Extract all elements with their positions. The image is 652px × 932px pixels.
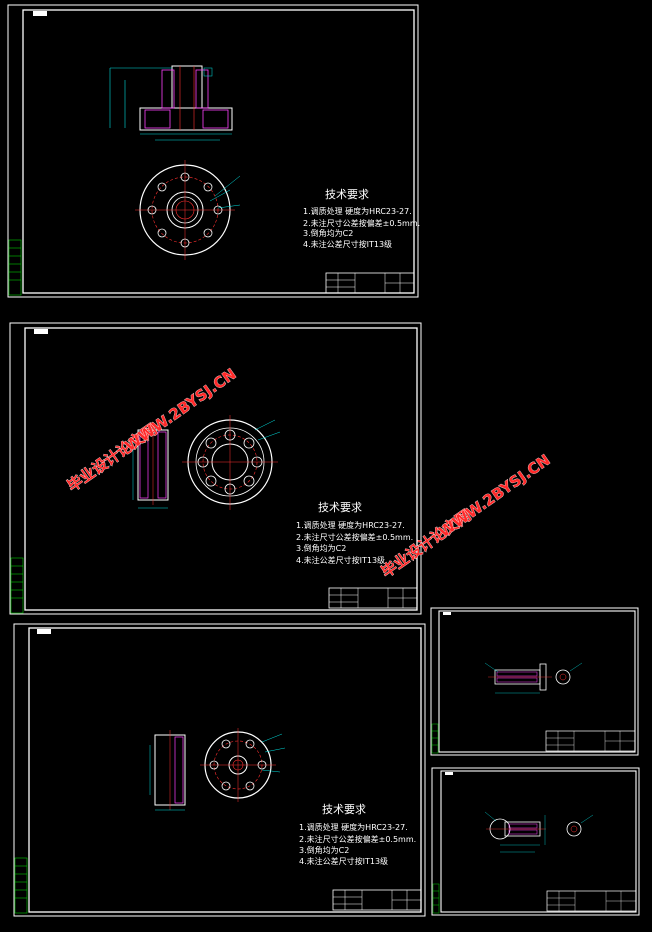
title-block <box>328 587 418 609</box>
sheet-outer-border <box>7 4 419 298</box>
requirement-line: 1.调质处理 硬度为HRC23-27. <box>299 822 408 832</box>
requirement-line: 2.未注尺寸公差按偏差±0.5mm. <box>303 218 420 228</box>
watermark-url: WWW.2BYSJ.CN <box>121 365 239 455</box>
requirement-line: 4.未注公差尺寸按IT13级 <box>296 555 385 565</box>
flange-section-view <box>109 65 233 141</box>
pin-section-view <box>484 811 546 853</box>
sheet-inner-border <box>438 610 636 753</box>
requirements-title: 技术要求 <box>322 803 366 816</box>
ring-top-view <box>182 415 281 510</box>
sheet-corner-tag <box>33 11 47 16</box>
sheet-inner-border <box>440 770 637 913</box>
side-legend-strip <box>10 557 24 614</box>
disc-top-view <box>200 728 286 802</box>
technical-requirements: 技术要求 1.调质处理 硬度为HRC23-27. 2.未注尺寸公差按偏差±0.5… <box>303 188 420 249</box>
side-legend-strip <box>432 883 440 914</box>
drawing-sheet-4 <box>430 607 639 756</box>
disc-section-view <box>149 730 186 811</box>
shaft-end-view <box>555 662 583 685</box>
requirement-line: 2.未注尺寸公差按偏差±0.5mm. <box>299 834 416 844</box>
sheet-outer-border <box>9 322 422 615</box>
sheet-inner-border <box>28 627 422 913</box>
sheet-corner-tag <box>445 772 453 775</box>
requirements-title: 技术要求 <box>325 188 369 201</box>
watermark-2: 毕业设计论文网 WWW.2BYSJ.CN <box>378 451 554 582</box>
requirement-line: 4.未注公差尺寸按IT13级 <box>299 856 388 866</box>
title-block <box>325 272 415 294</box>
sheet-corner-tag <box>34 329 48 334</box>
sheet-corner-tag <box>37 629 51 634</box>
drawing-sheet-3: 技术要求 1.调质处理 硬度为HRC23-27. 2.未注尺寸公差按偏差±0.5… <box>13 623 426 917</box>
requirement-line: 2.未注尺寸公差按偏差±0.5mm. <box>296 532 413 542</box>
watermark-1: 毕业设计论文网 WWW.2BYSJ.CN <box>64 365 240 496</box>
side-legend-strip <box>431 723 439 754</box>
requirement-line: 3.倒角均为C2 <box>303 228 353 238</box>
sheet-outer-border <box>430 607 639 756</box>
sheet-outer-border <box>13 623 426 917</box>
sheet-corner-tag <box>443 612 451 615</box>
requirement-line: 1.调质处理 硬度为HRC23-27. <box>303 206 412 216</box>
shaft-section-view <box>484 662 552 694</box>
flange-top-view <box>135 160 241 260</box>
requirement-line: 4.未注公差尺寸按IT13级 <box>303 239 392 249</box>
watermark-url: WWW.2BYSJ.CN <box>435 451 553 541</box>
requirement-line: 1.调质处理 硬度为HRC23-27. <box>296 520 405 530</box>
requirement-line: 3.倒角均为C2 <box>296 543 346 553</box>
drawing-sheet-2: 技术要求 1.调质处理 硬度为HRC23-27. 2.未注尺寸公差按偏差±0.5… <box>9 322 422 615</box>
ring-section-view <box>132 425 169 509</box>
drawing-sheet-5 <box>431 767 640 916</box>
sheet-inner-border <box>24 327 418 611</box>
sheet-outer-border <box>431 767 640 916</box>
technical-requirements: 技术要求 1.调质处理 硬度为HRC23-27. 2.未注尺寸公差按偏差±0.5… <box>299 803 416 866</box>
requirements-title: 技术要求 <box>318 501 362 514</box>
requirement-line: 3.倒角均为C2 <box>299 845 349 855</box>
title-block <box>546 890 637 912</box>
technical-requirements: 技术要求 1.调质处理 硬度为HRC23-27. 2.未注尺寸公差按偏差±0.5… <box>296 501 413 565</box>
title-block <box>332 889 422 911</box>
drawing-sheet-1: 技术要求 1.调质处理 硬度为HRC23-27. 2.未注尺寸公差按偏差±0.5… <box>7 4 420 298</box>
title-block <box>545 730 636 752</box>
side-legend-strip <box>8 239 22 296</box>
sheet-inner-border <box>22 9 415 294</box>
side-legend-strip <box>14 857 28 914</box>
pin-end-view <box>566 814 594 837</box>
